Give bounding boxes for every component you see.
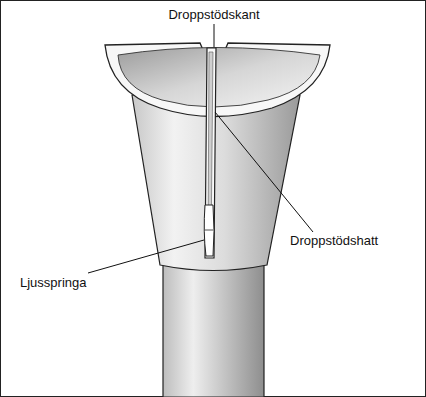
cup-rim [105,43,330,117]
stem-tube [163,262,264,397]
part-label: Droppstödshatt [290,234,378,248]
leader-line [88,240,204,273]
part-label: Droppstödskant [168,8,259,22]
drip-support-cap [205,48,216,258]
cup-bowl [118,48,320,108]
light-slit [204,205,214,256]
funnel-body [132,95,300,271]
leader-line [214,24,215,47]
leader-line [215,112,313,232]
part-label: Ljusspringa [20,276,87,290]
